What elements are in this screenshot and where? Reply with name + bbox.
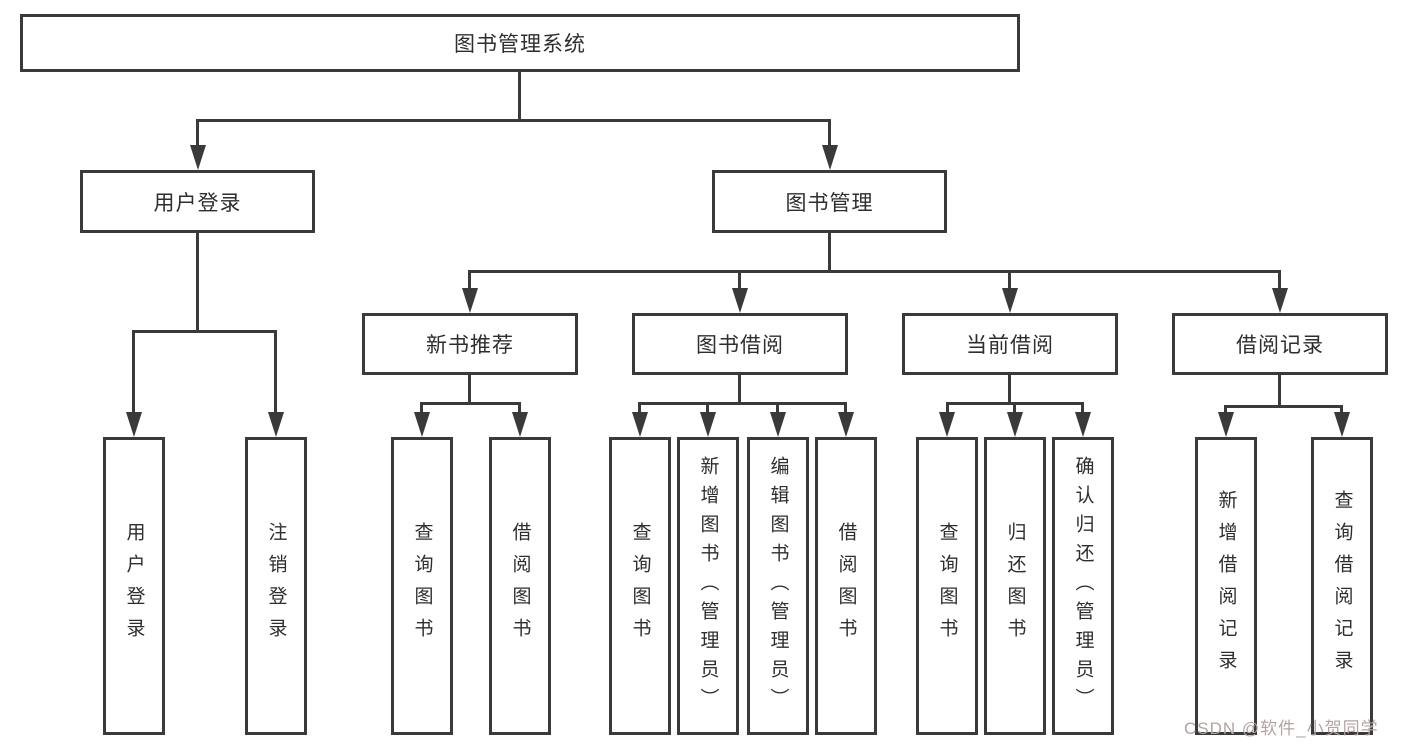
node-borrowing-records: 借阅记录 bbox=[1172, 313, 1388, 375]
arrowhead-to-book-management bbox=[822, 145, 838, 170]
node-leaf-borrowing-add-book: 新增图书（管理员） bbox=[677, 437, 739, 735]
node-label: 新增图书（管理员） bbox=[697, 455, 719, 717]
connector-recommend-stem bbox=[468, 375, 471, 405]
node-label: 查询图书 bbox=[936, 522, 958, 650]
node-book-borrowing: 图书借阅 bbox=[632, 313, 848, 375]
arrowhead-to-current-return bbox=[1007, 412, 1023, 437]
connector-root-stem bbox=[518, 72, 521, 120]
node-label: 归还图书 bbox=[1004, 522, 1026, 650]
node-label: 图书管理 bbox=[785, 191, 874, 215]
connector-to-book-borrowing bbox=[738, 270, 741, 290]
node-label: 用户登录 bbox=[153, 191, 242, 215]
node-current-borrowing: 当前借阅 bbox=[902, 313, 1118, 375]
arrowhead-to-leaf-logout bbox=[268, 412, 284, 437]
node-label: 编辑图书（管理员） bbox=[767, 455, 789, 717]
connector-current-stem bbox=[1008, 375, 1011, 405]
node-leaf-borrowing-query-book: 查询图书 bbox=[609, 437, 671, 735]
node-label: 新增借阅记录 bbox=[1215, 490, 1237, 682]
node-label: 查询图书 bbox=[411, 522, 433, 650]
connector-to-current-borrowing bbox=[1008, 270, 1011, 290]
arrowhead-to-borrowing-records bbox=[1272, 288, 1288, 313]
node-leaf-borrowing-edit-book: 编辑图书（管理员） bbox=[747, 437, 809, 735]
connector-to-borrowing-query bbox=[638, 402, 641, 414]
csdn-watermark: CSDN @软件_小贺同学 bbox=[1184, 719, 1379, 738]
node-label: 图书借阅 bbox=[696, 334, 784, 357]
connector-to-recommend-query bbox=[420, 402, 423, 414]
arrowhead-to-borrowing-query bbox=[632, 412, 648, 437]
arrowhead-to-recommend-query bbox=[414, 412, 430, 437]
node-label: 图书管理系统 bbox=[454, 33, 586, 56]
arrowhead-to-borrowing-borrow bbox=[838, 412, 854, 437]
connector-recommend-branch bbox=[420, 402, 521, 405]
node-label: 借阅图书 bbox=[835, 522, 857, 650]
connector-borrowing-stem bbox=[738, 375, 741, 405]
node-label: 新书推荐 bbox=[426, 334, 514, 357]
node-label: 查询借阅记录 bbox=[1331, 490, 1353, 682]
connector-to-leaf-user-login bbox=[132, 330, 135, 414]
connector-to-current-query bbox=[946, 402, 949, 414]
connector-to-recommend-borrow bbox=[518, 402, 521, 414]
connector-book-management-stem bbox=[828, 233, 831, 273]
connector-records-stem bbox=[1278, 375, 1281, 408]
connector-to-book-management bbox=[828, 119, 831, 147]
node-root-library-management-system: 图书管理系统 bbox=[20, 14, 1020, 72]
arrowhead-to-leaf-user-login bbox=[126, 412, 142, 437]
arrowhead-to-recommend-borrow bbox=[512, 412, 528, 437]
connector-to-user-login bbox=[196, 119, 199, 147]
arrowhead-to-current-borrowing bbox=[1002, 288, 1018, 313]
arrowhead-to-user-login bbox=[190, 145, 206, 170]
node-leaf-logout: 注销登录 bbox=[245, 437, 307, 735]
connector-records-branch bbox=[1224, 405, 1343, 408]
node-label: 当前借阅 bbox=[966, 334, 1054, 357]
arrowhead-to-borrowing-edit bbox=[770, 412, 786, 437]
connector-user-login-branch bbox=[132, 330, 277, 333]
arrowhead-to-current-confirm bbox=[1075, 412, 1091, 437]
node-label: 查询图书 bbox=[629, 522, 651, 650]
node-user-login: 用户登录 bbox=[80, 170, 315, 233]
connector-to-leaf-logout bbox=[274, 330, 277, 414]
connector-to-borrowing-edit bbox=[776, 402, 779, 414]
arrowhead-to-current-query bbox=[939, 412, 955, 437]
node-leaf-current-confirm-return: 确认归还（管理员） bbox=[1052, 437, 1114, 735]
connector-to-borrowing-records bbox=[1278, 270, 1281, 290]
connector-to-records-query bbox=[1340, 405, 1343, 415]
node-label: 用户登录 bbox=[123, 522, 145, 650]
node-leaf-current-return-book: 归还图书 bbox=[984, 437, 1046, 735]
node-leaf-recommend-borrow-book: 借阅图书 bbox=[489, 437, 551, 735]
node-leaf-records-add-record: 新增借阅记录 bbox=[1195, 437, 1257, 735]
node-leaf-current-query-book: 查询图书 bbox=[916, 437, 978, 735]
node-new-book-recommend: 新书推荐 bbox=[362, 313, 578, 375]
arrowhead-to-records-add bbox=[1218, 412, 1234, 437]
connector-to-borrowing-borrow bbox=[844, 402, 847, 414]
node-label: 确认归还（管理员） bbox=[1072, 455, 1094, 717]
node-label: 借阅图书 bbox=[509, 522, 531, 650]
node-leaf-borrowing-borrow-book: 借阅图书 bbox=[815, 437, 877, 735]
node-label: 借阅记录 bbox=[1236, 334, 1324, 357]
connector-to-new-book-recommend bbox=[468, 270, 471, 290]
node-leaf-recommend-query-book: 查询图书 bbox=[391, 437, 453, 735]
connector-level2-branch bbox=[468, 270, 1281, 273]
connector-level1-branch bbox=[196, 119, 831, 122]
node-label: 注销登录 bbox=[265, 522, 287, 650]
connector-to-records-add bbox=[1224, 405, 1227, 415]
arrowhead-to-book-borrowing bbox=[732, 288, 748, 313]
arrowhead-to-new-book-recommend bbox=[462, 288, 478, 313]
arrowhead-to-borrowing-add bbox=[700, 412, 716, 437]
node-leaf-user-login: 用户登录 bbox=[103, 437, 165, 735]
node-leaf-records-query-record: 查询借阅记录 bbox=[1311, 437, 1373, 735]
arrowhead-to-records-query bbox=[1334, 412, 1350, 437]
connector-to-current-confirm bbox=[1081, 402, 1084, 414]
node-book-management: 图书管理 bbox=[712, 170, 947, 233]
connector-to-borrowing-add bbox=[706, 402, 709, 414]
connector-user-login-stem bbox=[196, 233, 199, 332]
connector-borrowing-branch bbox=[638, 402, 847, 405]
connector-to-current-return bbox=[1013, 402, 1016, 414]
